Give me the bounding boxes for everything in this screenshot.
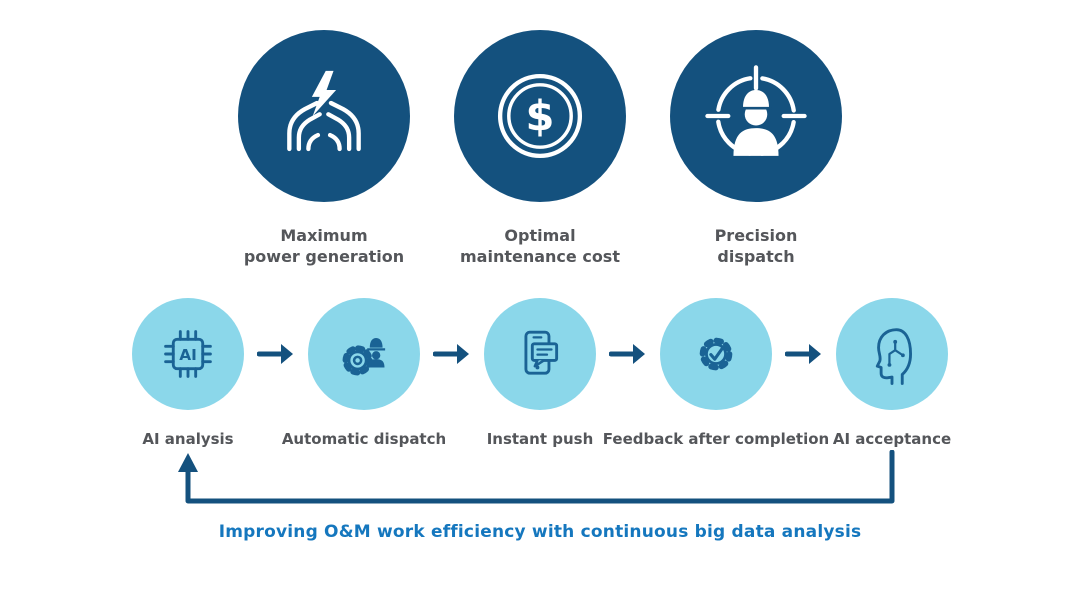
right-arrow-icon [257,344,293,364]
ai-chip-icon: AI [164,330,212,378]
benefit-circle [670,30,842,202]
step-circle: AI [132,298,244,410]
gear-check-icon [699,337,733,371]
benefit-circle: $ [454,30,626,202]
step-ai-acceptance: AI acceptance [832,298,952,448]
arrow-cell [596,298,660,410]
head-circuit-icon [875,328,912,385]
step-instant-push: Instant push [484,298,596,448]
dollar-coin-icon: $ [497,73,583,159]
hands-power-icon [287,70,361,152]
step-label: Feedback after completion [602,430,830,448]
step-circle [484,298,596,410]
step-label: Automatic dispatch [281,430,447,448]
arrow-cell [772,298,836,410]
svg-text:AI: AI [179,346,197,364]
benefit-maintenance-cost: $ Optimal maintenance cost [454,30,626,268]
step-feedback-completion: Feedback after completion [603,298,829,448]
feedback-loop-arrow [178,450,895,504]
right-arrow-icon [785,344,821,364]
benefit-circle [238,30,410,202]
step-automatic-dispatch: Automatic dispatch [282,298,446,448]
caption-text: Improving O&M work efficiency with conti… [218,522,862,542]
step-circle [836,298,948,410]
step-circle [308,298,420,410]
arrow-cell [244,298,308,410]
phone-message-icon [524,330,559,375]
benefit-label: Maximum power generation [243,226,405,266]
worker-target-icon [705,65,807,157]
gear-worker-icon [342,338,386,376]
step-label: AI analysis [142,430,234,448]
step-label: Instant push [486,430,594,448]
arrow-cell [420,298,484,410]
right-arrow-icon [609,344,645,364]
right-arrow-icon [433,344,469,364]
benefit-label: Optimal maintenance cost [460,226,620,266]
svg-text:$: $ [526,92,555,141]
benefit-max-power: Maximum power generation [238,30,410,268]
process-row: AI AI analysis [0,298,1080,448]
step-circle [660,298,772,410]
step-ai-analysis: AI AI analysis [132,298,244,448]
benefits-row: Maximum power generation $ Optimal maint… [0,30,1080,268]
benefit-label: Precision dispatch [714,226,798,266]
step-label: AI acceptance [832,430,952,448]
benefit-precision-dispatch: Precision dispatch [670,30,842,268]
